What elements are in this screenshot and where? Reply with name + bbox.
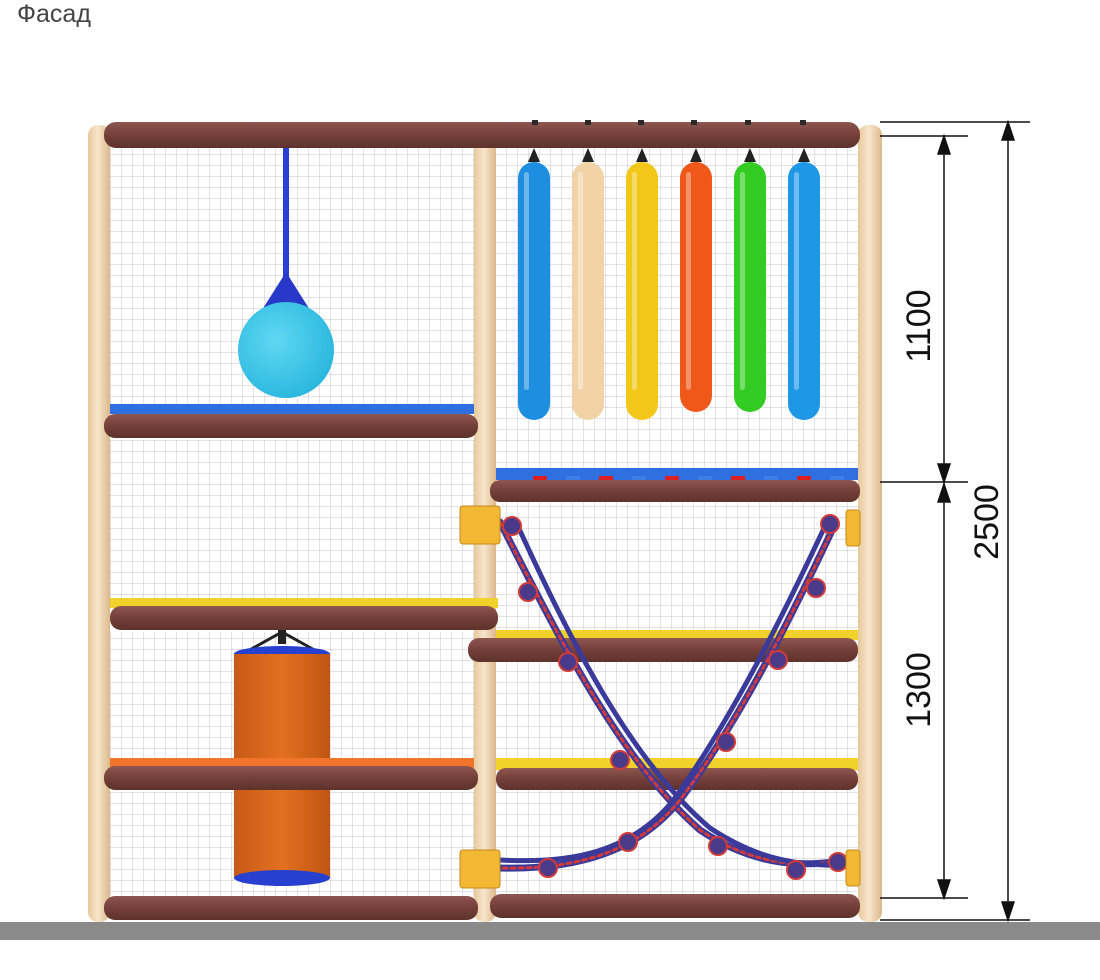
right-beam-2 <box>496 768 858 790</box>
dimension-lines <box>880 119 1030 923</box>
left-rung-orange <box>110 758 474 768</box>
rope-clamps <box>459 505 861 889</box>
hanging-bars <box>518 148 820 420</box>
rope-knots <box>502 514 848 880</box>
right-beam-1 <box>468 638 858 662</box>
top-beam-hooks <box>532 120 806 125</box>
punching-ball <box>238 148 334 398</box>
top-beam <box>104 122 860 148</box>
net-right-lower <box>496 500 858 896</box>
left-bottom-beam <box>104 896 478 920</box>
floor <box>0 922 1100 940</box>
right-bottom-beam <box>490 894 860 918</box>
net-left-middle <box>110 440 474 602</box>
dimension-lower: 1300 <box>900 652 938 728</box>
right-platform-beam <box>490 480 860 502</box>
left-upper-mat <box>110 404 474 414</box>
hanging-bar <box>572 148 604 420</box>
hanging-bar <box>734 148 766 412</box>
hanging-bar <box>626 148 658 420</box>
left-middle-beam <box>110 606 498 630</box>
right-rung-yellow-2 <box>496 758 858 770</box>
left-lower-beam <box>104 766 478 790</box>
post-right <box>858 125 882 922</box>
page-title: Фасад <box>17 0 91 28</box>
right-rung-yellow-1 <box>496 630 858 640</box>
hanging-bar <box>518 148 550 420</box>
dimension-total: 2500 <box>968 484 1006 560</box>
dimension-upper: 1100 <box>900 289 938 362</box>
hanging-bar <box>788 148 820 420</box>
left-rung-yellow <box>110 598 498 608</box>
post-left <box>88 125 110 922</box>
left-upper-beam <box>104 414 478 438</box>
hanging-bar <box>680 148 712 412</box>
